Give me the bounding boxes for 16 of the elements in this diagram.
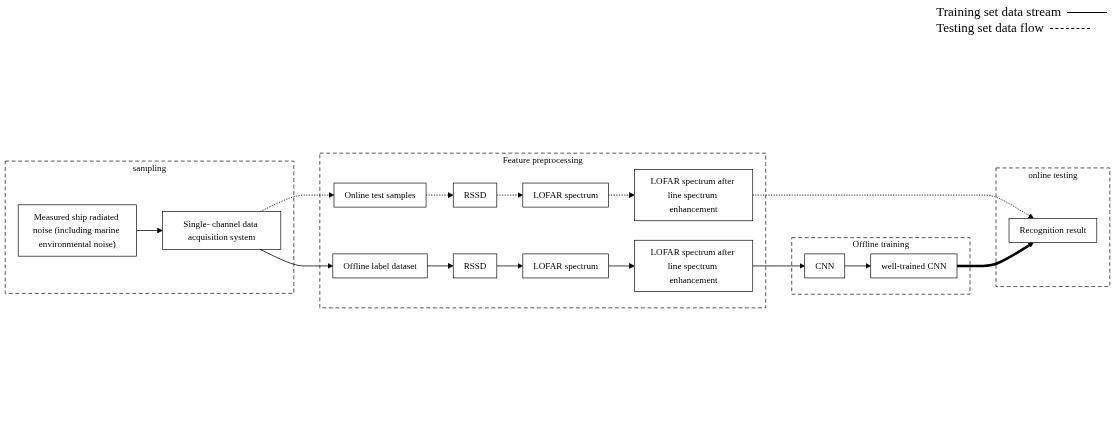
node-box: Single- channel data acquisition system bbox=[162, 211, 282, 250]
node-box: LOFAR spectrum after line spectrum enhancement bbox=[634, 239, 754, 292]
arrow bbox=[957, 242, 1034, 268]
node-box: Offline label dataset bbox=[332, 253, 428, 279]
node-box: well-trained CNN bbox=[870, 253, 958, 279]
node-box: LOFAR spectrum bbox=[522, 253, 609, 279]
node-box: LOFAR spectrum bbox=[522, 182, 609, 208]
node-box: RSSD bbox=[452, 253, 498, 279]
node-box: Measured ship radiated noise (including marine environmental noise) bbox=[17, 204, 137, 257]
node-box: CNN bbox=[804, 253, 846, 279]
node-box: RSSD bbox=[452, 182, 498, 208]
legend-text: Testing set data flow bbox=[936, 20, 1044, 36]
node-box: Recognition result bbox=[1008, 218, 1098, 243]
legend-text: Training set data stream bbox=[936, 4, 1061, 20]
node-box: Online test samples bbox=[333, 182, 427, 208]
node-box: LOFAR spectrum after line spectrum enhancement bbox=[634, 169, 754, 222]
